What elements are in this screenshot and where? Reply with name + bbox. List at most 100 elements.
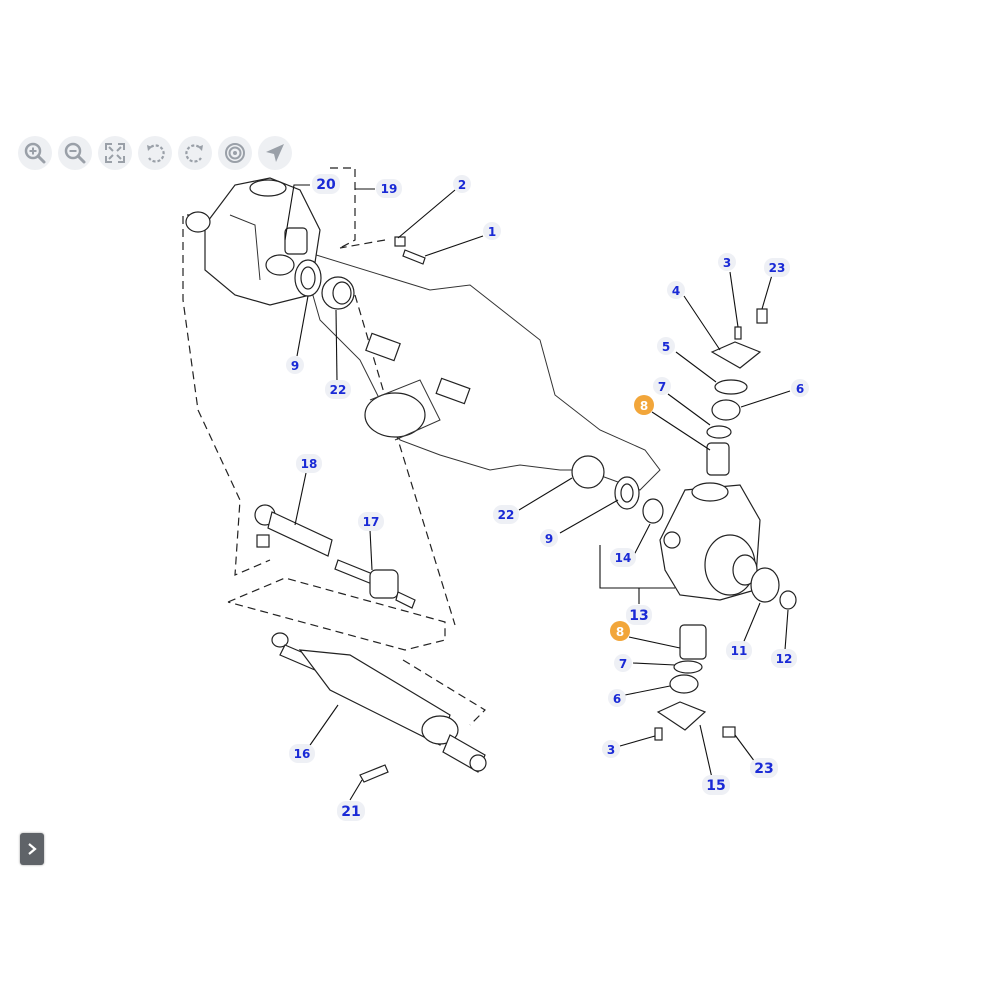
ring-7-bottom [673,660,703,674]
plug-23-bottom [722,726,736,738]
nut-11 [750,567,780,603]
callout-text: 1 [488,225,496,239]
callout-23-bottom[interactable]: 23 [750,758,778,778]
right-steering-knuckle [659,482,761,601]
tie-rod-end-17 [334,559,416,609]
cap-15 [656,701,707,731]
cap-4 [710,341,762,369]
rotate-left-icon [147,144,165,163]
callout-text: 17 [363,515,380,529]
pin-8-top [706,442,730,476]
callout-text: 21 [341,804,360,820]
callout-text: 12 [776,652,793,666]
callout-text: 8 [616,625,624,639]
screw-3-top [734,326,742,340]
target-icon [225,143,245,163]
bearing-6-top [711,399,741,421]
callout-8-top[interactable]: 8 [634,395,654,415]
callout-2[interactable]: 2 [453,175,471,193]
fit-screen-button[interactable] [98,136,132,170]
callout-15[interactable]: 15 [702,775,730,795]
callout-labels: 20 19 2 1 3 23 4 5 7 6 8 9 22 18 17 22 9… [286,174,809,821]
callout-text: 23 [754,761,773,777]
callout-text: 18 [301,457,318,471]
plug-23-top [756,308,768,324]
bushing-22-right [571,455,605,489]
bushing-22-left-inner [332,281,352,305]
callout-text: 6 [796,382,804,396]
leader-lines [284,184,791,801]
callout-22-left[interactable]: 22 [325,380,351,399]
callout-text: 22 [330,383,347,397]
callout-text: 9 [291,359,299,373]
bushing-14 [642,498,664,524]
callout-text: 9 [545,532,553,546]
fit-screen-icon [105,143,125,163]
callout-1[interactable]: 1 [483,222,501,240]
seal-9-right-inner [620,483,634,503]
steering-cylinder-16 [271,632,487,773]
dashed-guides [182,167,486,726]
rotate-right-button[interactable] [178,136,212,170]
callout-23-top[interactable]: 23 [764,258,790,277]
washer-12 [779,590,797,610]
diagram-toolbar [18,136,292,172]
expand-panel-button[interactable] [20,833,44,865]
callout-7-bottom[interactable]: 7 [614,654,632,672]
callout-4[interactable]: 4 [667,281,685,299]
callout-13[interactable]: 13 [626,605,652,625]
callout-text: 15 [706,778,725,794]
pin-8-bottom [679,624,707,660]
callout-17[interactable]: 17 [358,512,384,531]
callout-text: 23 [769,261,786,275]
callout-19[interactable]: 19 [376,179,402,198]
axle-housing [299,249,661,491]
zoom-in-button[interactable] [18,136,52,170]
callout-text: 3 [723,256,731,270]
screw-3-bottom [654,727,663,741]
callout-16[interactable]: 16 [289,744,315,763]
callout-12[interactable]: 12 [771,649,797,668]
left-steering-knuckle [185,177,321,306]
callout-text: 8 [640,399,648,413]
callout-20[interactable]: 20 [312,174,340,194]
rotate-left-button[interactable] [138,136,172,170]
callout-7-top[interactable]: 7 [653,377,671,395]
chevron-right-icon [28,843,37,855]
zoom-in-icon [24,142,46,164]
rotate-right-icon [185,144,203,163]
callout-11[interactable]: 11 [726,641,752,660]
callout-6-top[interactable]: 6 [791,379,809,397]
callout-text: 16 [294,747,311,761]
bearing-6-bottom [669,674,699,694]
callout-text: 6 [613,692,621,706]
callout-6-bottom[interactable]: 6 [608,689,626,707]
callout-text: 5 [662,340,670,354]
bolt-1 [402,249,426,265]
nut-2 [394,236,406,247]
callout-14[interactable]: 14 [610,548,636,567]
navigate-button[interactable] [258,136,292,170]
navigate-icon [266,144,284,162]
callout-text: 13 [629,608,648,624]
callout-22-right[interactable]: 22 [493,505,519,524]
callout-text: 4 [672,284,680,298]
callout-5[interactable]: 5 [657,337,675,355]
callout-8-bottom[interactable]: 8 [610,621,630,641]
callout-text: 22 [498,508,515,522]
callout-text: 7 [658,380,666,394]
callout-21[interactable]: 21 [337,801,365,821]
callout-18[interactable]: 18 [296,454,322,473]
callout-9-right[interactable]: 9 [540,529,558,547]
callout-3-bottom[interactable]: 3 [602,740,620,758]
callout-text: 14 [615,551,632,565]
target-button[interactable] [218,136,252,170]
callout-3-top[interactable]: 3 [718,253,736,271]
callout-text: 2 [458,178,466,192]
callout-9-left[interactable]: 9 [286,356,304,374]
zoom-out-button[interactable] [58,136,92,170]
zoom-out-icon [64,142,86,164]
bolt-21 [359,764,389,783]
seal-9-left-inner [300,266,316,290]
